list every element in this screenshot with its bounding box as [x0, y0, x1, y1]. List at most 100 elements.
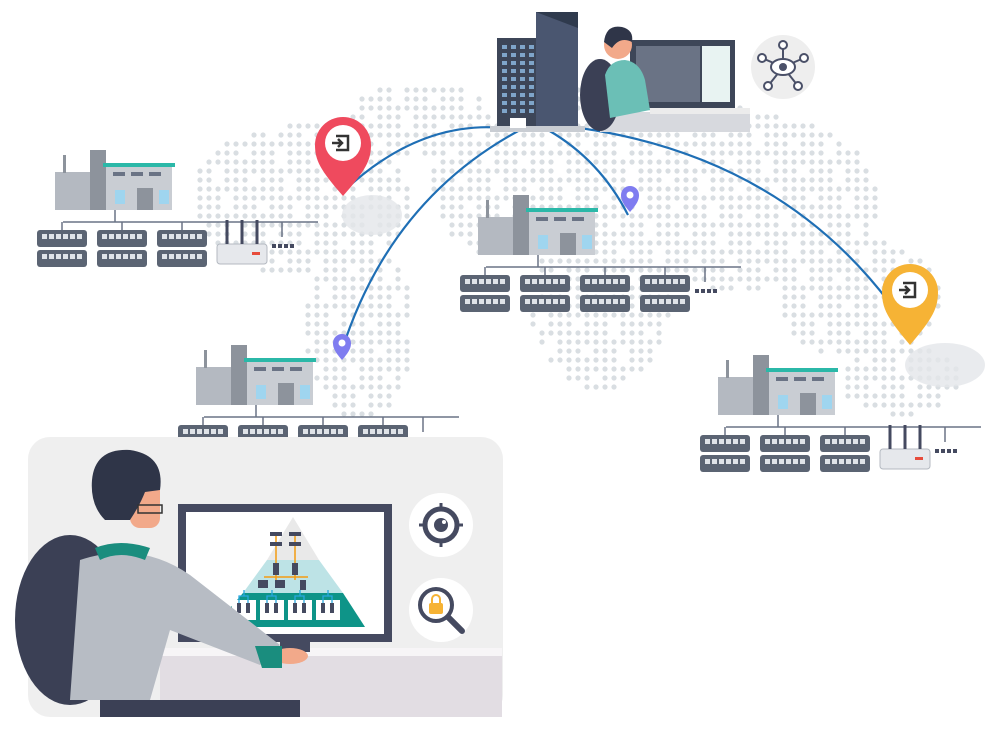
- map-dot: [737, 150, 743, 156]
- map-dot: [737, 267, 743, 273]
- map-dot: [458, 123, 464, 129]
- map-dot: [863, 285, 869, 291]
- map-dot: [467, 177, 473, 183]
- map-dot: [314, 168, 320, 174]
- map-dot: [350, 294, 356, 300]
- map-dot: [377, 393, 383, 399]
- map-dot: [386, 312, 392, 318]
- map-dot: [530, 141, 536, 147]
- router-icon: [879, 425, 931, 470]
- map-dot: [863, 186, 869, 192]
- cable: [204, 405, 459, 418]
- map-dot: [341, 384, 347, 390]
- map-dot: [458, 132, 464, 138]
- map-dot: [593, 357, 599, 363]
- map-dot: [368, 339, 374, 345]
- map-dot: [620, 159, 626, 165]
- map-dot: [332, 375, 338, 381]
- map-dot: [854, 366, 860, 372]
- map-dot: [611, 375, 617, 381]
- map-dot: [476, 159, 482, 165]
- map-dot: [341, 375, 347, 381]
- map-dot: [575, 285, 581, 291]
- map-dot: [701, 168, 707, 174]
- map-dot: [800, 303, 806, 309]
- map-dot: [260, 159, 266, 165]
- map-dot: [827, 294, 833, 300]
- map-dot: [719, 258, 725, 264]
- map-dot: [413, 123, 419, 129]
- map-dot: [881, 402, 887, 408]
- map-dot: [584, 168, 590, 174]
- map-dot: [323, 267, 329, 273]
- map-dot: [269, 186, 275, 192]
- map-dot: [845, 339, 851, 345]
- map-dot: [539, 177, 545, 183]
- map-dot: [575, 267, 581, 273]
- map-dot: [332, 357, 338, 363]
- map-dot: [782, 159, 788, 165]
- map-dot: [440, 204, 446, 210]
- map-dot: [557, 177, 563, 183]
- map-dot: [800, 150, 806, 156]
- map-dot: [386, 366, 392, 372]
- map-dot: [341, 366, 347, 372]
- map-dot: [854, 357, 860, 363]
- map-dot: [845, 384, 851, 390]
- map-dot: [647, 258, 653, 264]
- map-dot: [656, 204, 662, 210]
- map-dot: [575, 294, 581, 300]
- map-dot: [458, 105, 464, 111]
- map-dot: [620, 330, 626, 336]
- map-dot: [404, 213, 410, 219]
- map-dot: [809, 159, 815, 165]
- map-dot: [710, 231, 716, 237]
- map-dot: [386, 105, 392, 111]
- map-dot: [404, 339, 410, 345]
- map-dot: [269, 204, 275, 210]
- map-dot: [404, 366, 410, 372]
- map-dot: [791, 312, 797, 318]
- map-dot: [737, 231, 743, 237]
- map-dot: [629, 213, 635, 219]
- map-dot: [611, 240, 617, 246]
- map-dot: [791, 276, 797, 282]
- map-dot: [647, 321, 653, 327]
- map-dot: [746, 285, 752, 291]
- map-dot: [485, 168, 491, 174]
- map-dot: [638, 132, 644, 138]
- map-dot: [773, 159, 779, 165]
- map-dot: [764, 258, 770, 264]
- map-dot: [881, 375, 887, 381]
- map-dot: [782, 177, 788, 183]
- ellipsis-icon: [935, 449, 957, 453]
- map-dot: [719, 249, 725, 255]
- map-dot: [386, 87, 392, 93]
- map-dot: [620, 222, 626, 228]
- map-dot: [710, 267, 716, 273]
- map-dot: [737, 249, 743, 255]
- map-dot: [323, 357, 329, 363]
- map-dot: [575, 186, 581, 192]
- map-dot: [845, 159, 851, 165]
- map-dot: [368, 330, 374, 336]
- map-dot: [395, 114, 401, 120]
- map-dot: [854, 249, 860, 255]
- map-dot: [800, 258, 806, 264]
- map-dot: [395, 330, 401, 336]
- map-dot: [737, 258, 743, 264]
- map-dot: [800, 294, 806, 300]
- map-dot: [872, 204, 878, 210]
- map-dot: [386, 339, 392, 345]
- map-dot: [755, 195, 761, 201]
- map-dot: [800, 123, 806, 129]
- map-dot: [836, 204, 842, 210]
- map-dot: [566, 339, 572, 345]
- map-dot: [764, 132, 770, 138]
- map-dot: [350, 285, 356, 291]
- map-dot: [296, 168, 302, 174]
- map-dot: [314, 240, 320, 246]
- map-dot: [215, 204, 221, 210]
- map-dot: [305, 213, 311, 219]
- map-dot: [746, 186, 752, 192]
